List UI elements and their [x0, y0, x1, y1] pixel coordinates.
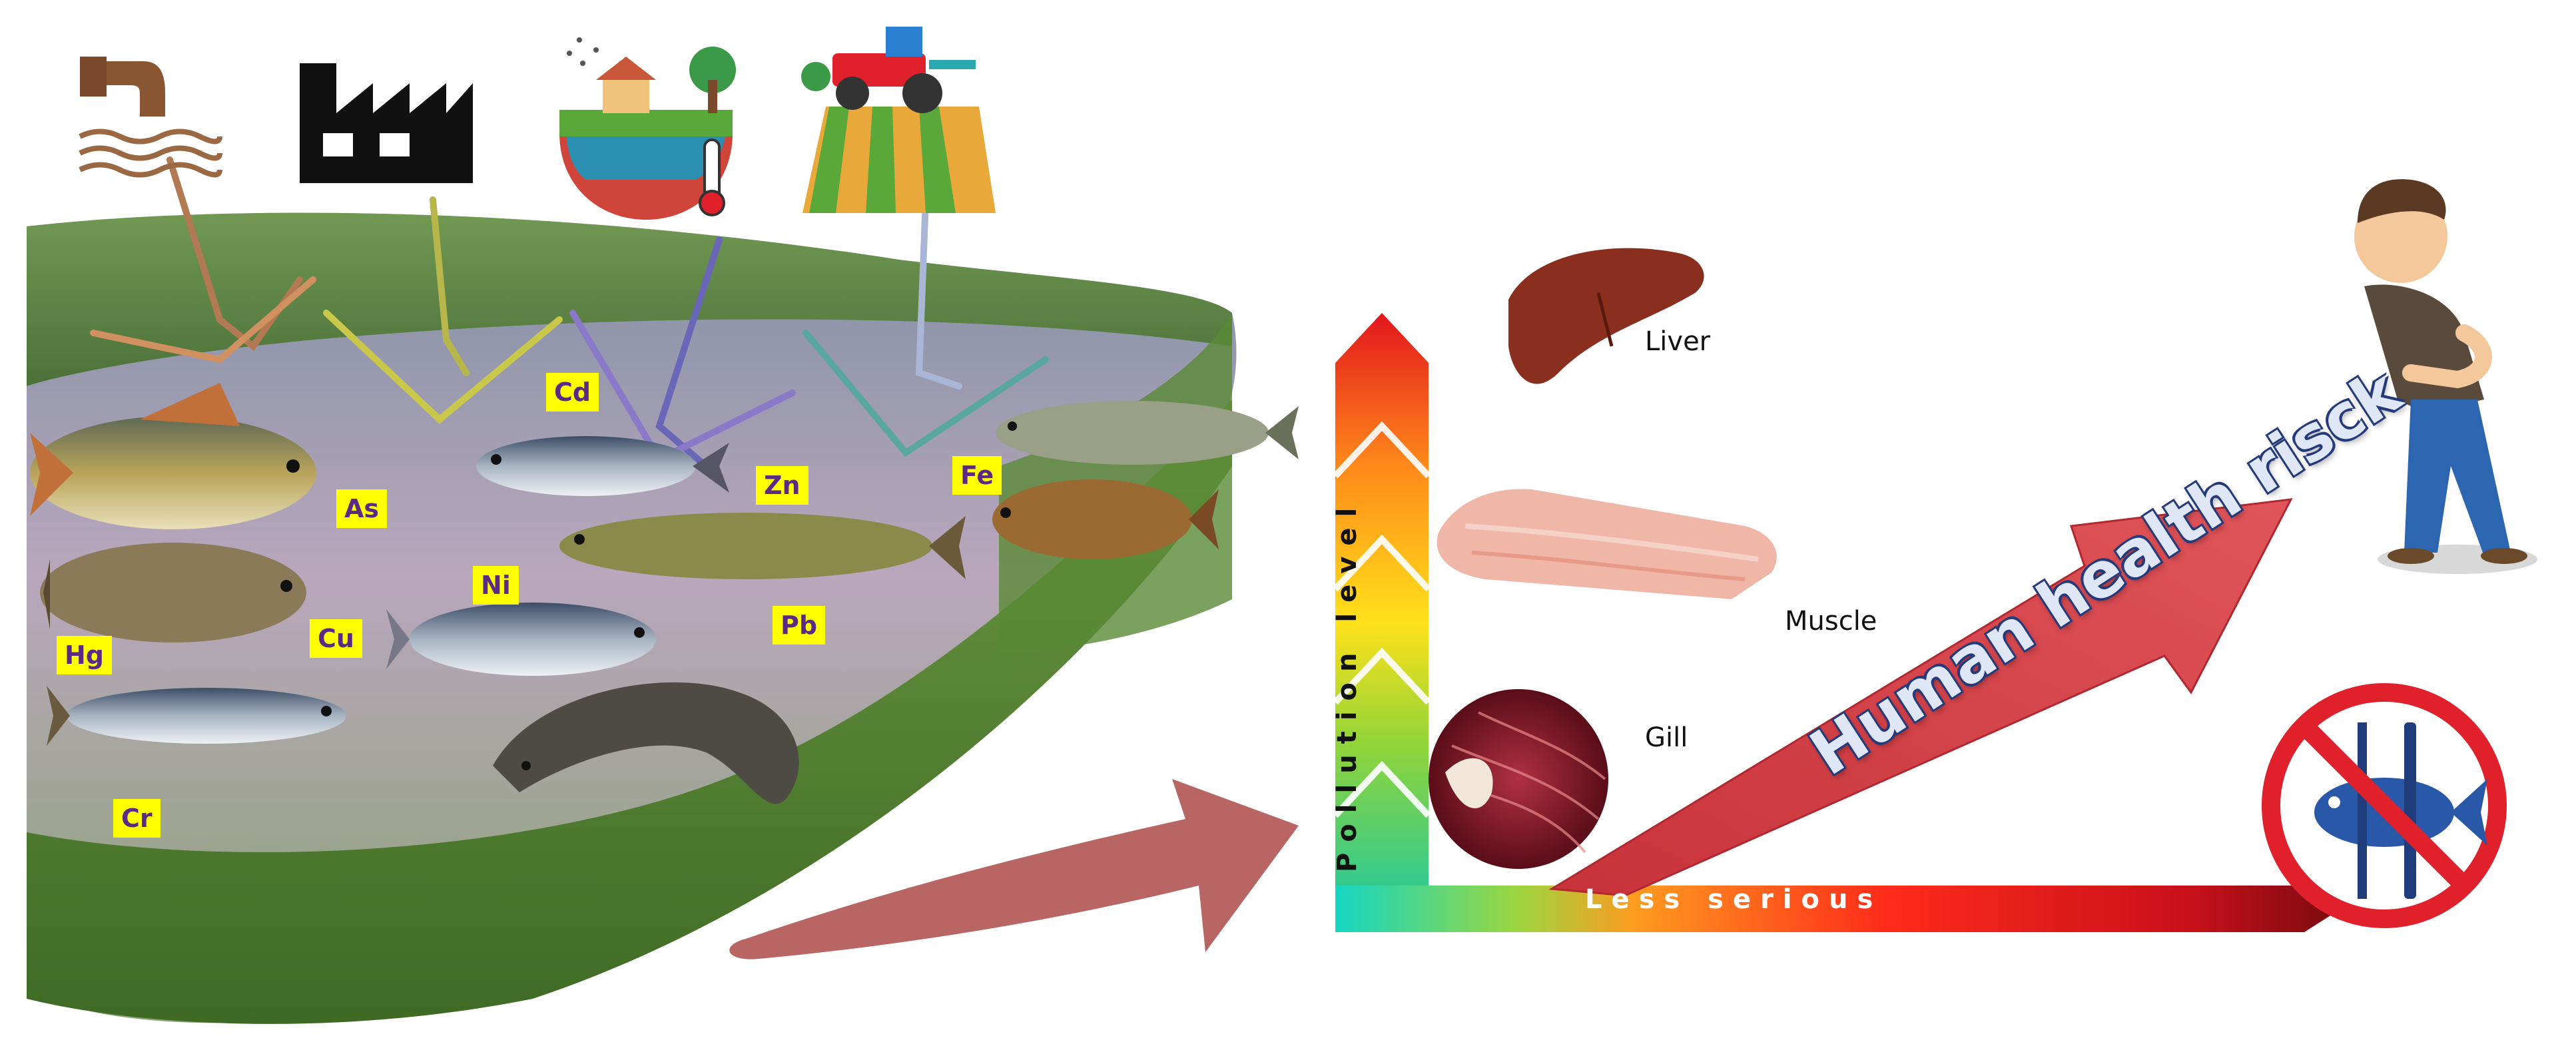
pollution-axis: [1333, 313, 1431, 932]
metal-label-ni: Ni: [473, 566, 519, 605]
climate-earth-icon: [559, 37, 736, 220]
pollution-flow-lines: [90, 156, 1049, 469]
no-fish-eating-icon: [2262, 683, 2507, 928]
fish-pike: [559, 513, 966, 579]
fish-zander: [996, 401, 1299, 465]
fish-grass: [47, 686, 346, 746]
fish-common-carp: [992, 479, 1219, 559]
fish-bream: [40, 543, 306, 643]
health-risk-arrow: [1548, 498, 2293, 897]
less-serious-label: Less serious: [1585, 884, 1883, 915]
pollution-level-label: Pollution level: [1332, 497, 1363, 872]
liver-icon: [1508, 248, 1704, 384]
metal-label-pb: Pb: [773, 606, 826, 645]
fish-carp-gold: [30, 383, 316, 529]
sewage-pipe-icon: [79, 57, 222, 178]
fish-catfish: [493, 682, 799, 804]
fish-silver-carp: [386, 603, 656, 676]
gill-icon: [1429, 689, 1608, 869]
muscle-fillet-icon: [1437, 489, 1777, 599]
farm-tractor-icon: [801, 27, 996, 213]
metal-label-fe: Fe: [952, 456, 1002, 495]
liver-label: Liver: [1645, 326, 1711, 357]
metal-label-cr: Cr: [113, 799, 161, 838]
fish-herring: [476, 436, 729, 496]
metal-label-cu: Cu: [310, 619, 362, 658]
severity-axis: [1335, 886, 2341, 932]
metal-label-as: As: [336, 489, 388, 528]
metal-label-hg: Hg: [57, 636, 113, 674]
gill-label: Gill: [1645, 722, 1688, 753]
metal-label-cd: Cd: [546, 373, 599, 411]
sick-person-icon: [2354, 179, 2537, 574]
metal-label-zn: Zn: [756, 466, 808, 505]
factory-icon: [300, 63, 473, 183]
transfer-arrow: [729, 779, 1299, 959]
muscle-label: Muscle: [1785, 606, 1877, 637]
